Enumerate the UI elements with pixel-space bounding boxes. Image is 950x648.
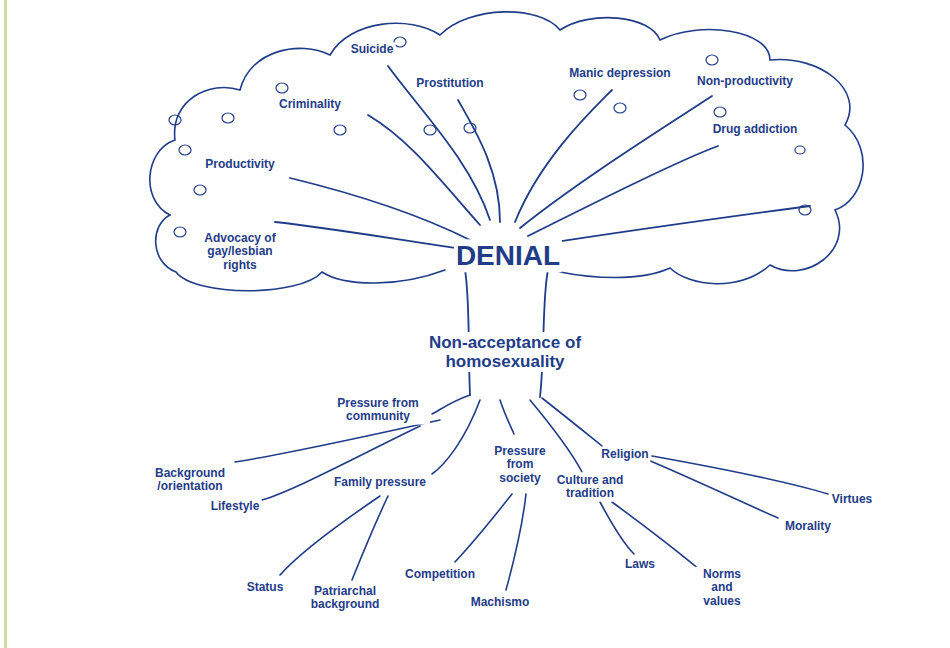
root xyxy=(432,400,480,474)
root xyxy=(652,456,828,494)
leaf xyxy=(334,125,346,135)
branch-label: Manic depression xyxy=(567,66,672,81)
branch-label: Criminality xyxy=(277,97,343,112)
leaf xyxy=(714,107,726,117)
root xyxy=(235,420,440,462)
canopy xyxy=(150,12,863,291)
leaf xyxy=(174,227,186,237)
leaf xyxy=(614,103,626,113)
cloud-outline xyxy=(156,215,445,291)
branch-label: Suicide xyxy=(349,42,396,57)
branch xyxy=(388,66,490,220)
branch-label: Lifestyle xyxy=(209,499,262,514)
leaf xyxy=(706,55,718,65)
branch-label: Morality xyxy=(783,519,833,534)
branch-label: Background /orientation xyxy=(147,466,233,495)
branch-label: Norms and values xyxy=(689,567,755,609)
root xyxy=(500,400,514,434)
branch-label: Culture and tradition xyxy=(547,473,633,502)
leaf xyxy=(799,205,811,215)
root xyxy=(455,494,512,562)
leaves xyxy=(169,37,811,237)
leaf xyxy=(464,123,476,133)
branch xyxy=(458,100,500,222)
branch-label: Prostitution xyxy=(414,76,485,91)
root xyxy=(542,398,602,446)
leaf xyxy=(424,125,436,135)
branch-label: Patriarchal background xyxy=(304,584,386,613)
branch-label: Status xyxy=(245,580,286,595)
margin-rule xyxy=(4,0,7,648)
leaf xyxy=(276,83,288,93)
leaf xyxy=(574,90,586,100)
leaf xyxy=(394,37,406,47)
leaf xyxy=(795,146,805,154)
branch xyxy=(290,178,470,240)
root xyxy=(352,496,388,580)
trunk-label: DENIAL xyxy=(454,239,562,272)
branch xyxy=(275,222,470,250)
branch-label: Competition xyxy=(403,567,477,582)
branch-label: Pressure from community xyxy=(326,396,430,425)
root xyxy=(432,395,470,414)
leaf xyxy=(222,113,234,123)
branch-label: Non-productivity xyxy=(695,74,795,89)
leaf xyxy=(194,185,206,195)
cloud-outline xyxy=(150,12,863,284)
branch-label: Family pressure xyxy=(332,475,428,490)
branch xyxy=(520,96,712,228)
branch-label: Virtues xyxy=(830,492,874,507)
root xyxy=(648,460,778,518)
branch-label: Laws xyxy=(623,557,657,572)
branches xyxy=(275,66,810,397)
leaf xyxy=(169,115,181,125)
branch-label: Advocacy of gay/lesbian rights xyxy=(191,231,290,273)
branch xyxy=(530,206,810,246)
branch-label: Drug addiction xyxy=(711,122,800,137)
leaf xyxy=(179,145,191,155)
branch xyxy=(368,115,480,225)
branch-label: Productivity xyxy=(203,157,276,172)
branch-label: Pressure from society xyxy=(487,444,553,486)
trunk-label: Non-acceptance of homosexuality xyxy=(416,332,595,372)
roots xyxy=(235,395,828,590)
root xyxy=(280,496,380,575)
branch-label: Machismo xyxy=(469,595,532,610)
root xyxy=(600,502,634,554)
branch-label: Religion xyxy=(599,447,650,462)
root xyxy=(506,494,526,590)
